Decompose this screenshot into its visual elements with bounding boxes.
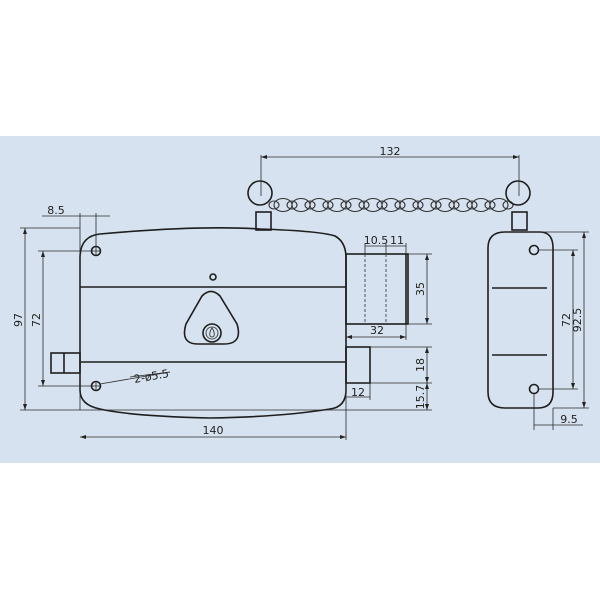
dim-latch-width: 12 bbox=[351, 386, 365, 399]
chain-eye-left bbox=[247, 180, 273, 206]
dim-body-width: 140 bbox=[203, 424, 224, 437]
technical-drawing: 132 8.5 97 72 2-ø5.5 140 10.5 11 35 32 1… bbox=[0, 136, 600, 463]
strike-plate bbox=[487, 180, 554, 409]
dim-latch-height: 18 bbox=[414, 358, 427, 372]
chain-eye-right bbox=[505, 180, 531, 206]
chain bbox=[268, 197, 514, 213]
dim-strike-hole-offset: 9.5 bbox=[560, 413, 578, 426]
dim-hole-callout: 2-ø5.5 bbox=[133, 367, 170, 386]
dim-hole-offset-top: 8.5 bbox=[47, 204, 65, 217]
dim-bolt-offset-b: 11 bbox=[390, 234, 404, 247]
chain-post-left bbox=[255, 211, 272, 231]
dim-bolt-width: 32 bbox=[370, 324, 384, 337]
dim-latch-bottom-offset: 15.7 bbox=[414, 385, 427, 410]
key-icon bbox=[209, 327, 215, 338]
dim-hole-spacing-left: 72 bbox=[30, 313, 43, 327]
small-hole bbox=[209, 273, 217, 281]
dimension-lines bbox=[20, 155, 589, 440]
dim-bolt-offset-a: 10.5 bbox=[364, 234, 389, 247]
dim-body-height: 97 bbox=[12, 313, 25, 327]
dim-bolt-height: 35 bbox=[414, 282, 427, 296]
dim-strike-hole-spacing: 72 bbox=[560, 313, 573, 327]
lock-body bbox=[50, 180, 409, 419]
key-cylinder bbox=[202, 323, 222, 343]
dim-chain-span: 132 bbox=[380, 145, 401, 158]
dim-strike-height: 92.5 bbox=[571, 308, 584, 333]
chain-post-right bbox=[511, 211, 528, 231]
key-escutcheon bbox=[183, 290, 240, 345]
deadbolt bbox=[345, 253, 409, 325]
